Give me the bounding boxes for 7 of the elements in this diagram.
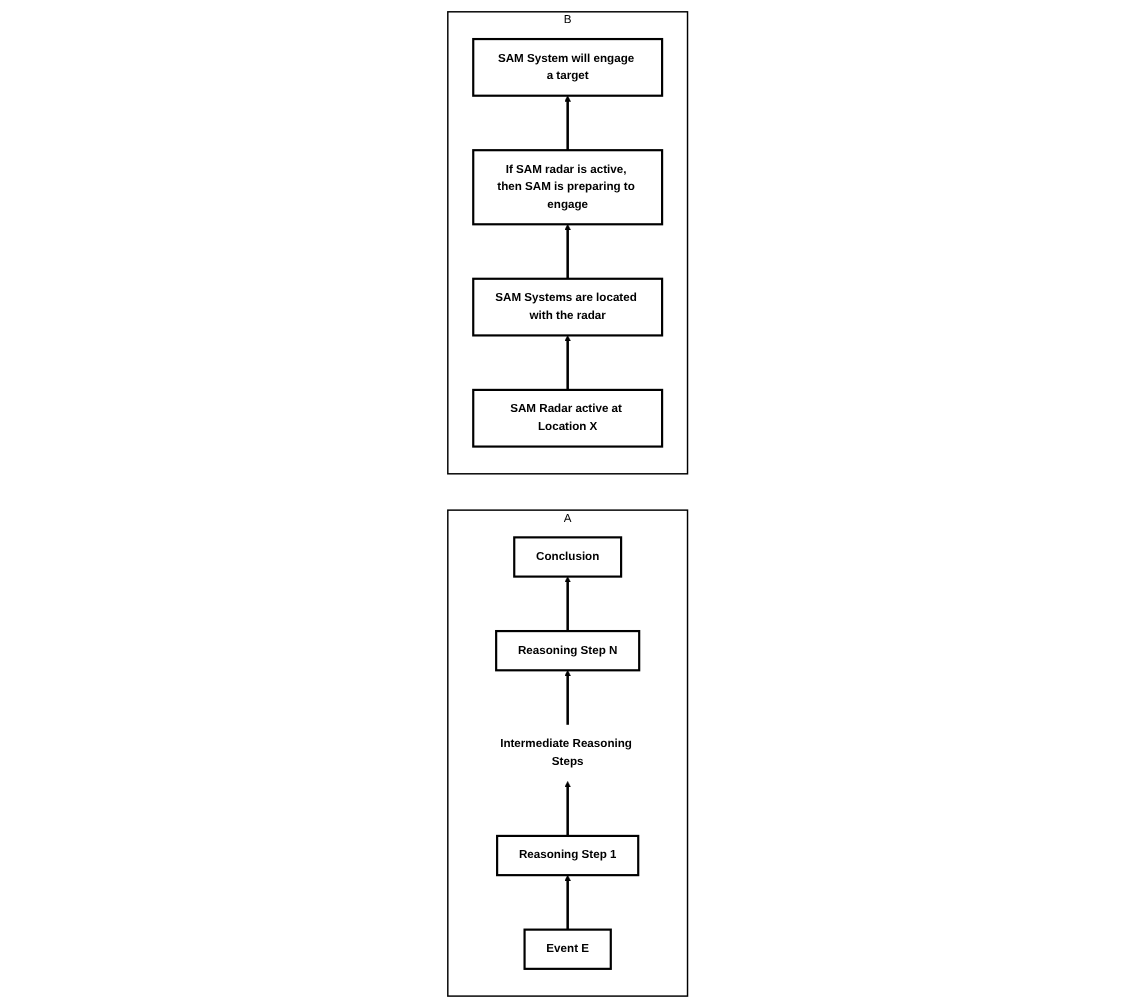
arrow	[564, 781, 572, 836]
arrow	[564, 874, 572, 930]
arrow	[564, 335, 572, 390]
arrow	[564, 224, 572, 279]
arrow	[564, 95, 572, 151]
arrow	[564, 670, 572, 725]
arrow	[564, 576, 572, 632]
